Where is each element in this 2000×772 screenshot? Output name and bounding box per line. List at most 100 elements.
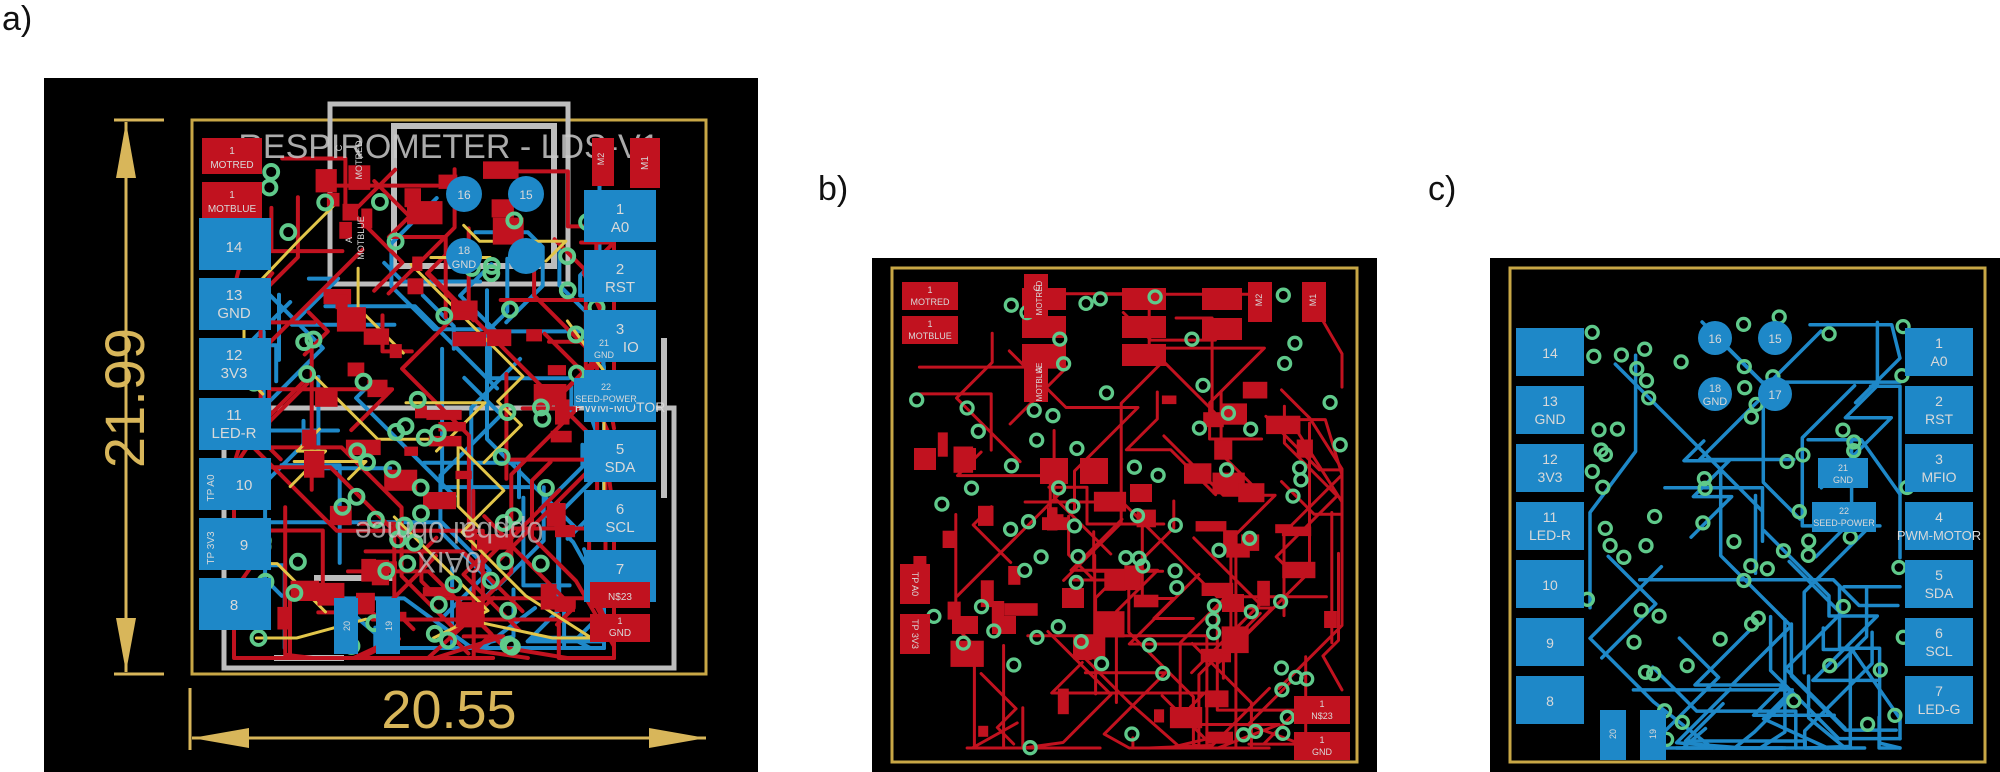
via xyxy=(260,178,279,197)
pad-15-label: 15 xyxy=(1768,332,1782,346)
pad-21-gnd-label: GND xyxy=(1833,475,1854,485)
copper-trace xyxy=(917,392,993,452)
via xyxy=(425,624,444,643)
pin-label: 9 xyxy=(240,537,248,554)
smd-pad xyxy=(1169,707,1203,729)
copper-trace xyxy=(1705,325,1902,384)
via xyxy=(1003,297,1019,313)
via xyxy=(1191,420,1208,436)
via xyxy=(1859,716,1876,732)
smd-pad xyxy=(950,640,984,667)
smd-pad xyxy=(1242,381,1268,399)
pin-label: 7 xyxy=(1935,683,1943,699)
smd-pad xyxy=(1202,288,1242,310)
copper-trace xyxy=(280,156,348,218)
smd-pad xyxy=(991,601,1005,623)
pad-22-label: 22 xyxy=(1839,506,1849,516)
panel-c-vias xyxy=(1579,309,1915,748)
panel-label-b: b) xyxy=(818,170,849,208)
smd-pad xyxy=(1266,415,1301,435)
pin-label: 1 xyxy=(927,319,932,329)
via xyxy=(963,480,980,496)
via xyxy=(366,510,385,529)
via xyxy=(973,599,990,615)
via xyxy=(1184,331,1200,347)
panel-label-a: a) xyxy=(2,0,33,38)
via xyxy=(1584,463,1600,480)
copper-trace xyxy=(260,445,457,632)
copper-trace xyxy=(530,460,616,649)
pin-label: 7 xyxy=(616,561,624,578)
via xyxy=(1285,488,1301,504)
smd-pad xyxy=(1136,509,1156,528)
smd-pad xyxy=(1204,690,1229,708)
copper-trace xyxy=(232,380,409,546)
pin-label: 5 xyxy=(1935,567,1943,583)
smd-pad xyxy=(455,602,484,628)
via xyxy=(1006,657,1022,673)
via xyxy=(347,487,366,506)
pin-label: N$23 xyxy=(608,592,632,603)
via xyxy=(1129,508,1146,524)
smd-pad xyxy=(1040,458,1068,484)
copper-trace xyxy=(1588,353,1638,610)
smd-pad xyxy=(550,430,572,443)
smd-pad xyxy=(315,387,338,407)
smd-pad xyxy=(1154,709,1165,723)
via xyxy=(398,554,417,573)
copper-trace xyxy=(1637,578,1900,608)
via xyxy=(316,193,335,212)
smd-pad xyxy=(367,379,388,398)
copper-trace xyxy=(525,500,606,644)
via xyxy=(354,372,373,391)
smd-pad xyxy=(1203,412,1224,428)
via xyxy=(415,428,434,447)
via xyxy=(1638,538,1654,554)
a-label: A xyxy=(344,237,354,243)
copper-trace xyxy=(542,240,616,413)
motblue-vertical-label: MOTBLUE xyxy=(1035,363,1044,402)
copper-trace xyxy=(1069,517,1160,704)
smd-pad xyxy=(347,362,365,377)
pad-18-gnd-label: GND xyxy=(452,259,477,271)
copper-trace xyxy=(459,445,593,640)
via xyxy=(1017,562,1033,579)
via xyxy=(1786,693,1802,709)
via xyxy=(304,330,323,349)
via xyxy=(1800,547,1816,564)
via xyxy=(1821,326,1837,342)
copper-trace xyxy=(488,256,571,381)
via xyxy=(494,514,513,532)
smd-pad xyxy=(1296,439,1313,458)
via xyxy=(1124,726,1140,742)
smd-pad xyxy=(1282,561,1316,579)
smd-pad xyxy=(1047,507,1058,531)
pin-label: 1 xyxy=(229,146,235,157)
dimension-height: 21.99 xyxy=(93,118,164,676)
via xyxy=(1279,709,1295,726)
pin-label: 1 xyxy=(229,190,235,201)
smd-pad xyxy=(290,580,320,601)
via xyxy=(1646,508,1663,525)
copper-trace xyxy=(363,549,525,614)
pin-label: 6 xyxy=(1935,625,1943,641)
via xyxy=(1026,402,1042,419)
smd-pad xyxy=(1104,569,1126,591)
smd-pad xyxy=(1205,731,1233,744)
copper-trace xyxy=(283,505,410,660)
via xyxy=(1070,548,1086,565)
pin-label: 13 xyxy=(226,287,243,304)
via xyxy=(1846,434,1862,450)
via xyxy=(1736,358,1752,375)
pin-label: LED-G xyxy=(1918,701,1961,717)
pin-label: 1 xyxy=(927,285,932,295)
via xyxy=(1674,714,1690,731)
smd-pad xyxy=(1214,440,1233,460)
pin-label: SCL xyxy=(605,519,634,536)
via xyxy=(279,223,298,242)
pin-label: 10 xyxy=(1542,577,1558,593)
copper-trace xyxy=(1732,692,1795,750)
via xyxy=(1045,408,1061,424)
copper-trace xyxy=(1165,346,1266,441)
smd-pad xyxy=(339,221,352,239)
